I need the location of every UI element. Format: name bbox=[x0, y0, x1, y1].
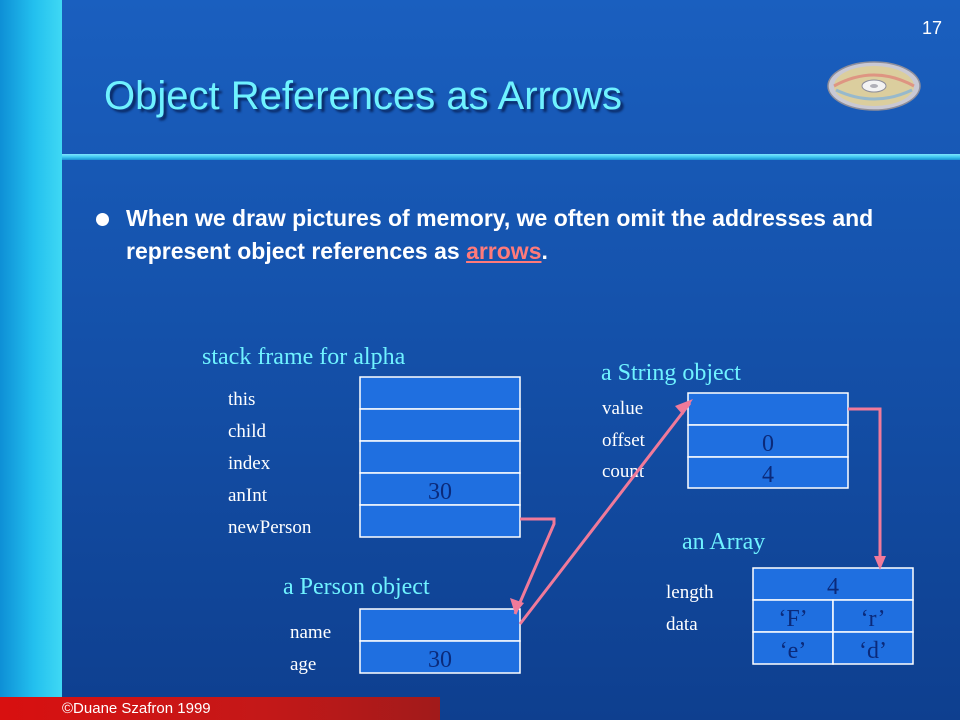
bullet-dot-icon bbox=[96, 213, 109, 226]
array-char-1: ‘r’ bbox=[861, 606, 886, 632]
person-field-name: name bbox=[290, 622, 331, 643]
array-cell-char-0 bbox=[752, 599, 834, 633]
cd-disc-icon bbox=[827, 61, 921, 111]
stack-field-newperson: newPerson bbox=[228, 517, 312, 538]
stack-cell-newperson bbox=[359, 504, 521, 538]
string-value-count: 4 bbox=[762, 462, 774, 488]
stack-field-child: child bbox=[228, 421, 266, 442]
bullet-text-end: . bbox=[541, 238, 548, 264]
string-field-offset: offset bbox=[602, 430, 646, 451]
array-cell-char-3 bbox=[832, 631, 914, 665]
person-object-label: a Person object bbox=[283, 574, 430, 600]
stack-cell-anint bbox=[359, 472, 521, 506]
title-underline-rule bbox=[62, 154, 960, 160]
string-value-offset: 0 bbox=[762, 431, 774, 457]
stack-cell-child bbox=[359, 408, 521, 442]
arrow-name-to-string bbox=[518, 402, 692, 625]
bullet-text: When we draw pictures of memory, we ofte… bbox=[126, 202, 896, 268]
array-char-2: ‘e’ bbox=[780, 638, 807, 664]
array-char-3: ‘d’ bbox=[859, 638, 887, 664]
array-char-0: ‘F’ bbox=[778, 606, 807, 632]
person-cell-age bbox=[359, 640, 521, 674]
arrow-head-string bbox=[675, 399, 693, 415]
person-field-age: age bbox=[290, 654, 316, 675]
footer-text: ©Duane Szafron 1999 bbox=[62, 700, 211, 717]
stack-field-this: this bbox=[228, 389, 255, 410]
stack-frame-label: stack frame for alpha bbox=[202, 344, 406, 370]
string-field-value: value bbox=[602, 398, 643, 419]
stack-cell-index bbox=[359, 440, 521, 474]
stack-value-anint: 30 bbox=[428, 479, 452, 505]
bullet-text-main: When we draw pictures of memory, we ofte… bbox=[126, 205, 874, 264]
array-cell-char-1 bbox=[832, 599, 914, 633]
arrow-newperson-to-person bbox=[513, 517, 556, 615]
left-accent-bar bbox=[0, 0, 62, 720]
arrow-head-array bbox=[874, 556, 886, 570]
string-cell-count bbox=[687, 456, 849, 489]
string-cell-value bbox=[687, 392, 849, 426]
slide-number: 17 bbox=[921, 18, 942, 38]
arrow-head-person bbox=[510, 598, 524, 614]
stack-field-index: index bbox=[228, 453, 271, 474]
array-cell-char-2 bbox=[752, 631, 834, 665]
array-value-length: 4 bbox=[827, 574, 839, 600]
stack-cell-this bbox=[359, 376, 521, 410]
bullet-point: When we draw pictures of memory, we ofte… bbox=[96, 202, 896, 268]
array-label: an Array bbox=[682, 529, 765, 555]
array-field-length: length bbox=[666, 582, 714, 603]
array-field-data: data bbox=[666, 614, 698, 635]
bullet-highlight-arrows: arrows bbox=[466, 238, 542, 264]
footer-copyright: ©Duane Szafron 1999 bbox=[0, 697, 440, 720]
string-object-label: a String object bbox=[601, 360, 741, 386]
person-value-age: 30 bbox=[428, 647, 452, 673]
arrow-value-to-array bbox=[848, 407, 882, 564]
slide-title: Object References as Arrows bbox=[104, 74, 622, 118]
stack-field-anint: anInt bbox=[228, 485, 268, 506]
person-cell-name bbox=[359, 608, 521, 642]
